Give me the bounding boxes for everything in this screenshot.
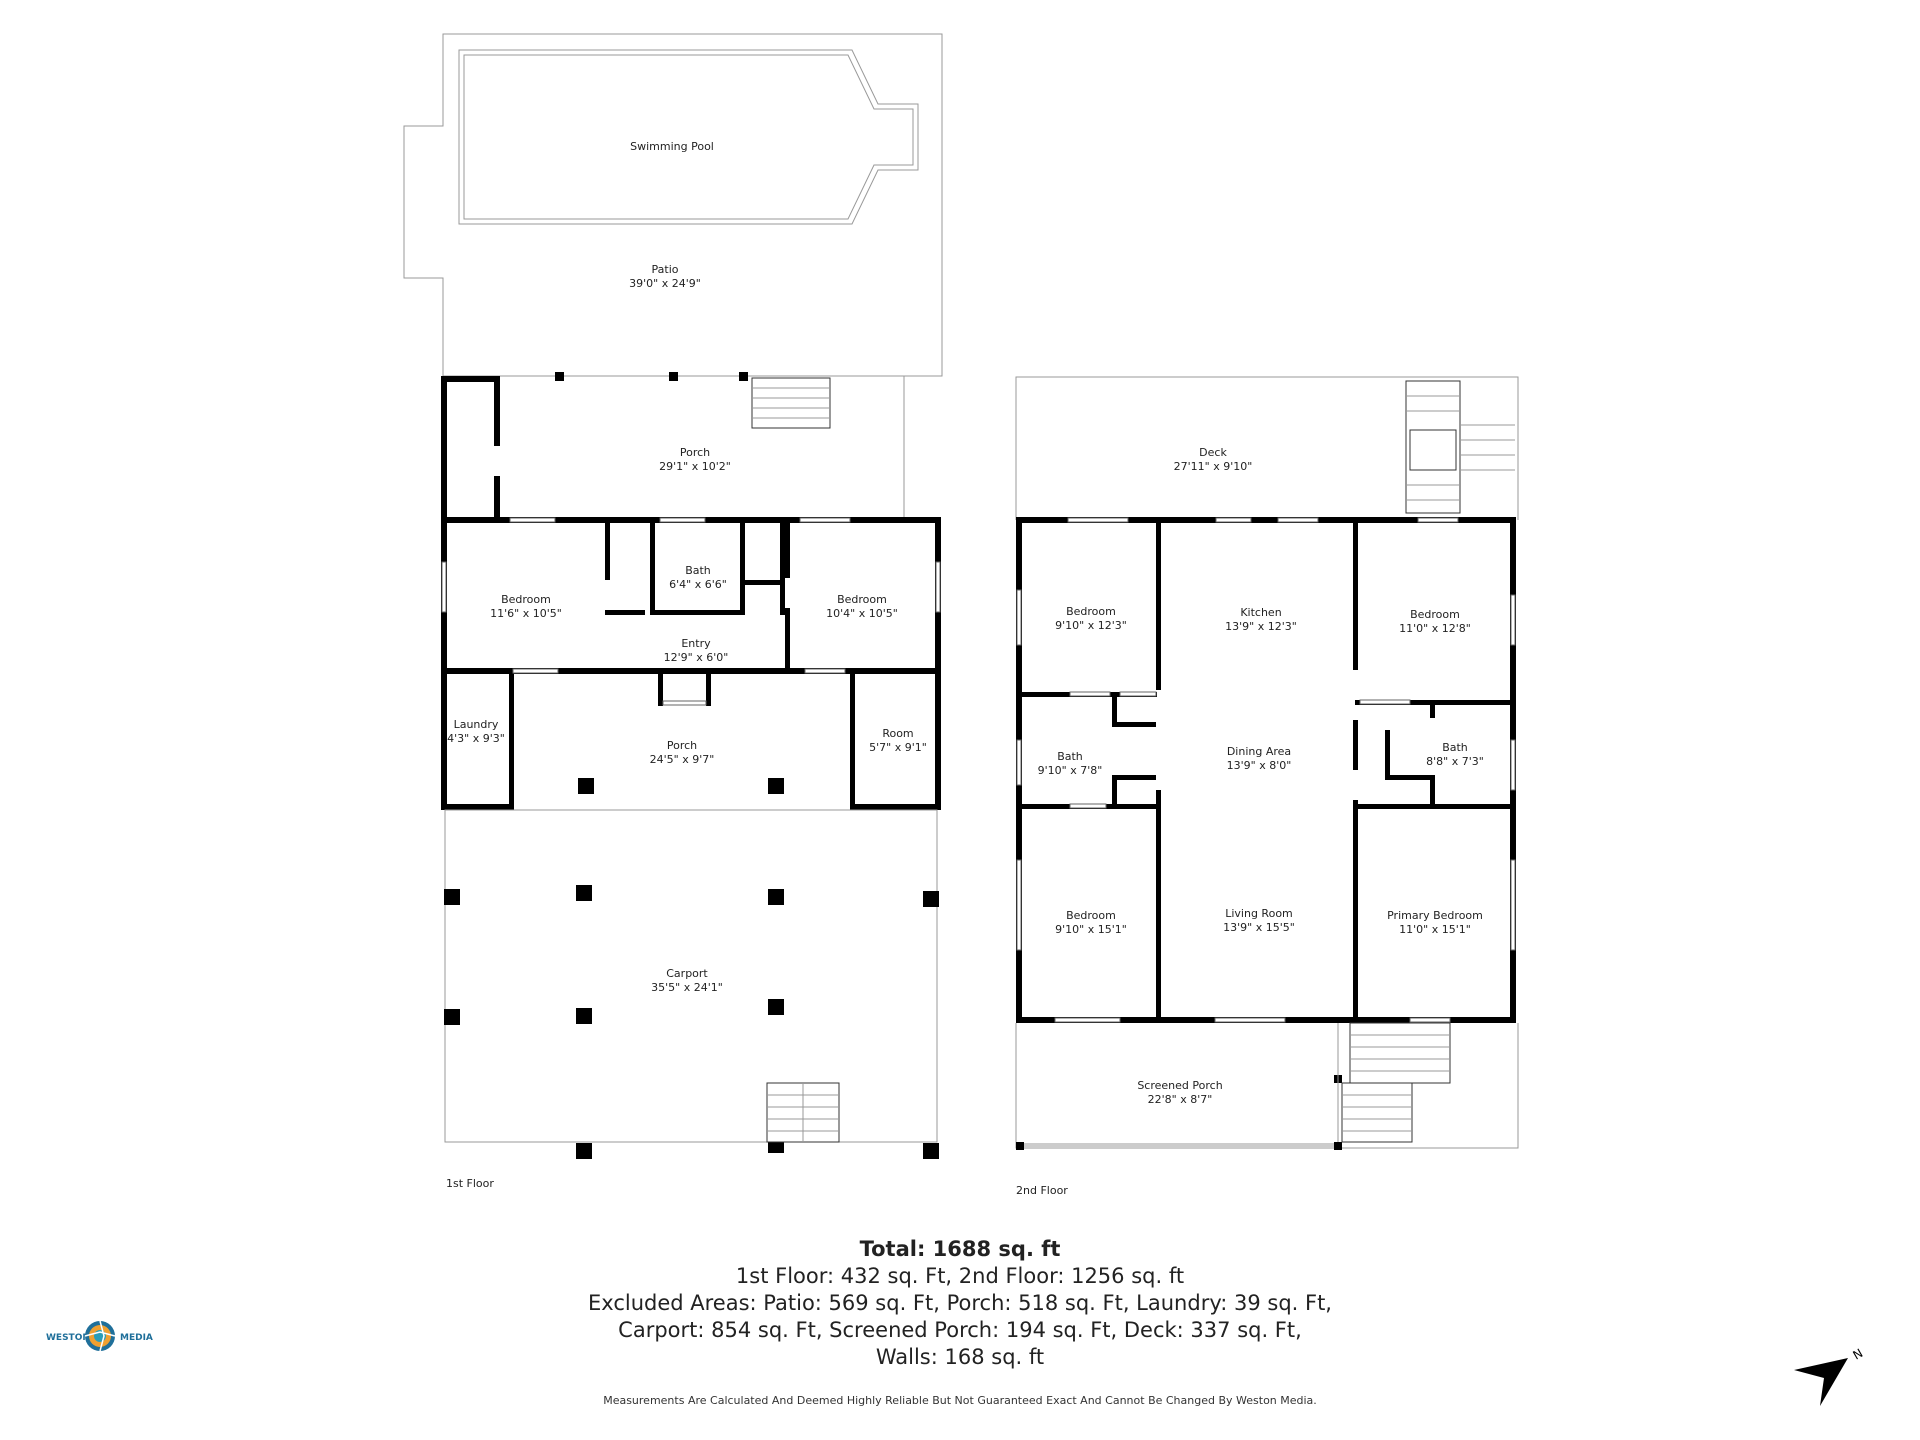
- room-dims: 24'5" x 9'7": [650, 753, 715, 766]
- porch-post: [669, 372, 678, 381]
- room-name: Carport: [666, 967, 708, 980]
- room-name: Bedroom: [1410, 608, 1460, 621]
- room-dims: 10'4" x 10'5": [826, 607, 898, 620]
- carport-outline: [444, 809, 938, 1143]
- room-dims: 9'10" x 12'3": [1055, 619, 1127, 632]
- disclaimer: Measurements Are Calculated And Deemed H…: [603, 1394, 1317, 1407]
- aperture-icon: [84, 1320, 116, 1352]
- room-name: Swimming Pool: [630, 140, 714, 153]
- room-dims: 8'8" x 7'3": [1426, 755, 1484, 768]
- room-dims: 27'11" x 9'10": [1174, 460, 1253, 473]
- floor-label-first: 1st Floor: [446, 1177, 494, 1190]
- weston-media-logo: WESTON MEDIA: [46, 1318, 156, 1358]
- room-dims: 11'6" x 10'5": [490, 607, 562, 620]
- room-name: Room: [882, 727, 913, 740]
- room-name: Kitchen: [1240, 606, 1281, 619]
- room-dims: 13'9" x 15'5": [1223, 921, 1295, 934]
- room-dims: 5'7" x 9'1": [869, 741, 927, 754]
- room-dims: 29'1" x 10'2": [659, 460, 731, 473]
- summary-line: Carport: 854 sq. Ft, Screened Porch: 194…: [618, 1318, 1302, 1342]
- total-area: Total: 1688 sq. ft: [859, 1237, 1061, 1261]
- room-name: Porch: [680, 446, 710, 459]
- upper-porch-outline: [497, 375, 905, 520]
- summary-line: Walls: 168 sq. ft: [875, 1345, 1045, 1369]
- room-dims: 22'8" x 8'7": [1148, 1093, 1213, 1106]
- porch-stairs: [751, 377, 831, 429]
- room-name: Laundry: [454, 718, 499, 731]
- room-name: Bedroom: [837, 593, 887, 606]
- area-summary: Total: 1688 sq. ft 1st Floor: 432 sq. Ft…: [0, 1236, 1920, 1371]
- room-name: Patio: [652, 263, 679, 276]
- room-name: Porch: [667, 739, 697, 752]
- room-name: Deck: [1199, 446, 1227, 459]
- room-dims: 11'0" x 12'8": [1399, 622, 1471, 635]
- room-name: Entry: [681, 637, 711, 650]
- room-labels: Swimming Pool Patio 39'0" x 24'9" Porch …: [446, 140, 1484, 1197]
- room-name: Screened Porch: [1137, 1079, 1222, 1092]
- first-floor-plan: [403, 33, 943, 1159]
- screened-porch-outline: [1015, 1023, 1519, 1149]
- summary-line: 1st Floor: 432 sq. Ft, 2nd Floor: 1256 s…: [735, 1264, 1185, 1288]
- compass-label: N: [1851, 1346, 1866, 1363]
- room-name: Living Room: [1225, 907, 1293, 920]
- room-dims: 4'3" x 9'3": [447, 732, 505, 745]
- room-dims: 39'0" x 24'9": [629, 277, 701, 290]
- porch-post: [739, 372, 748, 381]
- patio-outline: [403, 33, 943, 377]
- north-arrow-icon: N: [1794, 1346, 1866, 1406]
- room-name: Bedroom: [1066, 605, 1116, 618]
- room-dims: 11'0" x 15'1": [1399, 923, 1471, 936]
- logo-word-left: WESTON: [46, 1333, 90, 1343]
- room-name: Bath: [1057, 750, 1083, 763]
- room-name: Bath: [685, 564, 711, 577]
- pool-outer: [458, 49, 919, 225]
- pool-inner: [463, 54, 914, 220]
- room-dims: 13'9" x 8'0": [1227, 759, 1292, 772]
- room-name: Dining Area: [1227, 745, 1291, 758]
- room-dims: 12'9" x 6'0": [664, 651, 729, 664]
- room-name: Primary Bedroom: [1387, 909, 1483, 922]
- summary-line: Excluded Areas: Patio: 569 sq. Ft, Porch…: [588, 1291, 1332, 1315]
- room-dims: 9'10" x 7'8": [1038, 764, 1103, 777]
- room-dims: 13'9" x 12'3": [1225, 620, 1297, 633]
- floor-label-second: 2nd Floor: [1016, 1184, 1068, 1197]
- logo-word-right: MEDIA: [120, 1333, 153, 1343]
- room-name: Bedroom: [501, 593, 551, 606]
- room-dims: 35'5" x 24'1": [651, 981, 723, 994]
- room-dims: 9'10" x 15'1": [1055, 923, 1127, 936]
- second-floor-plan: [1015, 376, 1519, 1150]
- room-dims: 6'4" x 6'6": [669, 578, 727, 591]
- deck-stairs: [1405, 380, 1515, 514]
- porch-post: [555, 372, 564, 381]
- deck-outline: [1015, 376, 1519, 520]
- screened-porch-stairs: [1341, 1022, 1451, 1143]
- room-name: Bedroom: [1066, 909, 1116, 922]
- carport-stairs: [766, 1082, 840, 1143]
- room-name: Bath: [1442, 741, 1468, 754]
